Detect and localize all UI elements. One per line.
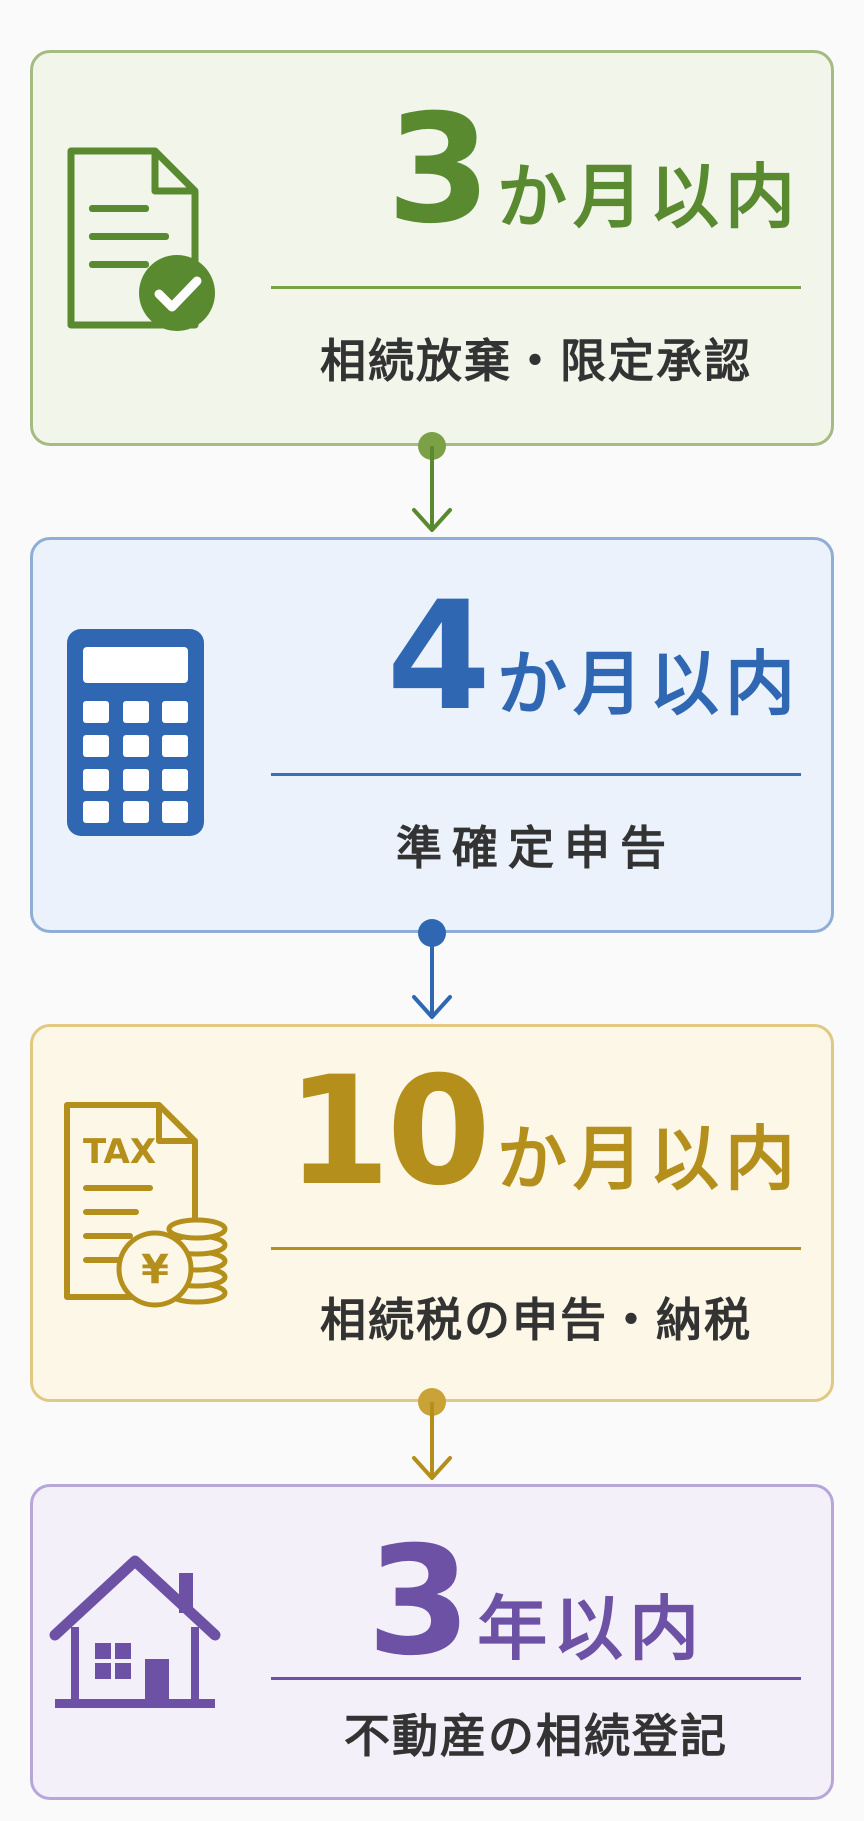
arrow-2-to-3: [412, 919, 452, 1019]
divider: [271, 1247, 801, 1250]
deadline-unit: か月以内: [497, 1118, 801, 1200]
calculator-icon: [67, 629, 204, 836]
deadline-heading: 10 か月以内: [241, 1057, 801, 1207]
divider: [271, 773, 801, 776]
house-icon: [49, 1555, 221, 1708]
step-card-3-months: 3 か月以内 相続放棄・限定承認: [30, 50, 834, 446]
arrow-1-to-2: [412, 432, 452, 532]
svg-text:¥: ¥: [141, 1247, 169, 1293]
step-description: 不動産の相続登記: [344, 1709, 728, 1763]
deadline-unit: か月以内: [497, 643, 801, 725]
divider: [271, 286, 801, 289]
arrow-3-to-4: [412, 1388, 452, 1480]
deadline-number: 4: [386, 570, 491, 744]
tax-yen-coins-icon: TAX ¥: [64, 1102, 228, 1308]
step-card-10-months: TAX ¥ 10 か月以内 相続税の申告・納税: [30, 1024, 834, 1402]
deadline-number: 3: [366, 1515, 471, 1689]
document-check-icon: [67, 147, 215, 331]
divider: [271, 1677, 801, 1680]
deadline-number: 3: [386, 83, 491, 257]
deadline-heading: 4 か月以内: [271, 582, 801, 732]
deadline-heading: 3 か月以内: [271, 95, 801, 245]
deadline-unit: 年以内: [477, 1588, 706, 1670]
step-description: 準確定申告: [396, 821, 676, 875]
step-description: 相続税の申告・納税: [320, 1293, 752, 1347]
tax-label: TAX: [83, 1132, 156, 1172]
step-card-4-months: 4 か月以内 準確定申告: [30, 537, 834, 933]
step-description: 相続放棄・限定承認: [320, 334, 752, 388]
deadline-unit: か月以内: [497, 156, 801, 238]
step-card-3-years: 3 年以内 不動産の相続登記: [30, 1484, 834, 1800]
deadline-number: 10: [286, 1045, 491, 1219]
deadline-heading: 3 年以内: [271, 1527, 801, 1677]
